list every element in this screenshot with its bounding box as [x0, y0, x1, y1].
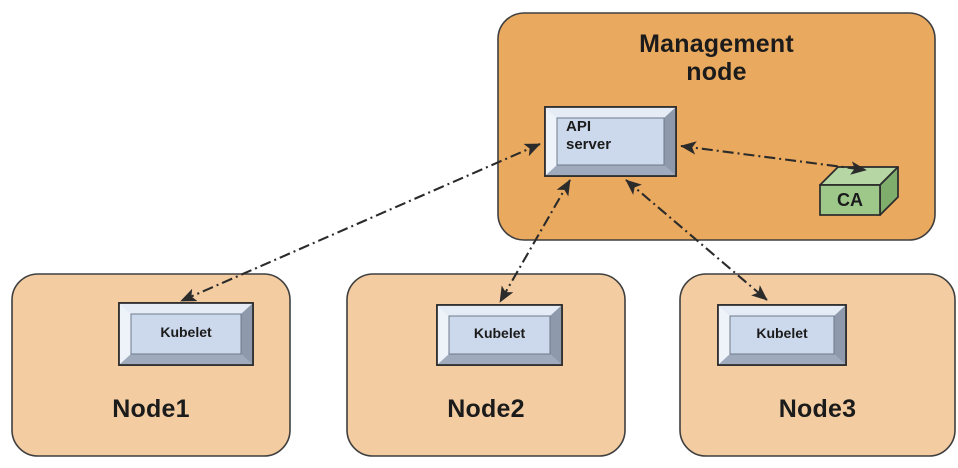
node2-label: Node2	[447, 395, 525, 423]
component-kubelet-node2[interactable]	[436, 304, 563, 366]
node1-label: Node1	[112, 395, 190, 423]
component-api-server[interactable]	[544, 106, 677, 177]
kubelet-node1-label: Kubelet	[160, 324, 212, 340]
node3-label: Node3	[778, 395, 857, 423]
ca-label: CA	[837, 190, 863, 210]
component-kubelet-node1[interactable]	[118, 302, 254, 366]
api-server-label: API server	[566, 118, 612, 153]
component-kubelet-node3[interactable]	[717, 304, 847, 366]
management-node-label: Management node	[639, 30, 794, 86]
kubelet-node3-label: Kubelet	[756, 325, 808, 341]
kubelet-node2-label: Kubelet	[473, 325, 526, 341]
